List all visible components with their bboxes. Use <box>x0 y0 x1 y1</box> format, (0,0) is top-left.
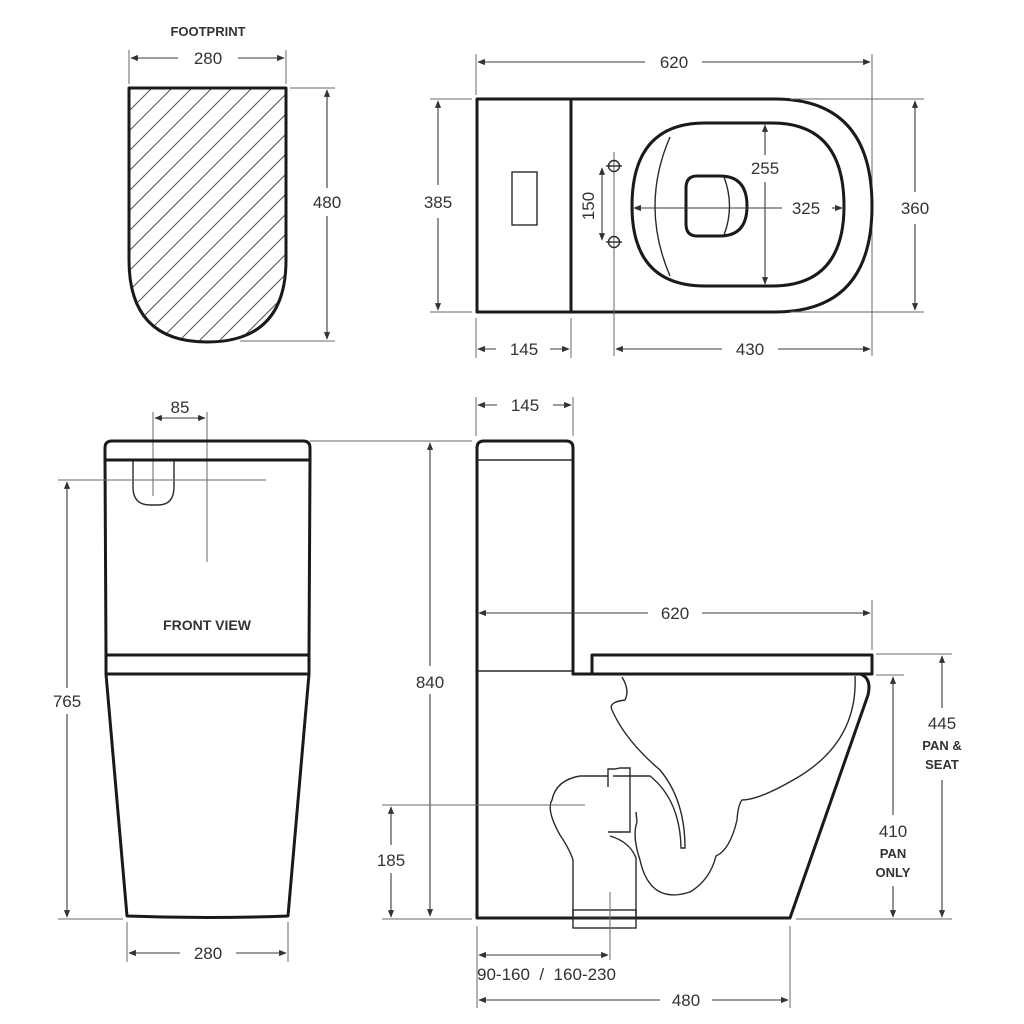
pan-only-height-label: 410 <box>879 822 907 841</box>
pan-seat-height-label: 445 <box>928 714 956 733</box>
front-pan-outline <box>104 672 311 919</box>
seat-outline <box>590 653 874 676</box>
side-pan-outline <box>475 672 871 920</box>
footprint-outline <box>127 86 288 344</box>
plan-tank-depth-label: 145 <box>510 340 538 359</box>
side-tank-outline <box>475 439 575 676</box>
plan-view: 620 385 255 325 150 <box>424 53 929 359</box>
footprint-view: FOOTPRINT 280 <box>127 24 341 344</box>
pan-seat-caption-2: SEAT <box>925 757 959 772</box>
fixing-spacing-label: 150 <box>579 192 598 220</box>
front-view: 85 FRONT VIEW 765 280 <box>53 398 312 963</box>
seat-opening-length-label: 325 <box>792 199 820 218</box>
seat-opening-width-label: 255 <box>751 159 779 178</box>
pan-only-caption-2: ONLY <box>876 865 911 880</box>
button-spacing-label: 85 <box>171 398 190 417</box>
footprint-title: FOOTPRINT <box>170 24 245 39</box>
fixing-to-front-label: 430 <box>736 340 764 359</box>
flush-button-icon <box>511 171 538 226</box>
side-view: 145 620 840 185 <box>310 396 962 1010</box>
pan-seat-caption-1: PAN & <box>922 738 961 753</box>
bowl-width-label: 360 <box>901 199 929 218</box>
footprint-width-label: 280 <box>194 49 222 68</box>
inlet-height-label: 185 <box>377 851 405 870</box>
seat-ring <box>630 121 846 288</box>
footprint-hatch <box>129 88 286 342</box>
side-tank-depth-label: 145 <box>511 396 539 415</box>
plan-outline <box>475 97 874 314</box>
plan-length-label: 620 <box>660 53 688 72</box>
front-height-label: 765 <box>53 692 81 711</box>
bowl-outlet <box>684 174 749 238</box>
footprint-depth-label: 480 <box>313 193 341 212</box>
side-length-label: 620 <box>661 604 689 623</box>
front-base-width-label: 280 <box>194 944 222 963</box>
plan-side-depth-label: 385 <box>424 193 452 212</box>
pan-only-caption-1: PAN <box>880 846 906 861</box>
side-height-label: 840 <box>416 673 444 692</box>
front-view-title: FRONT VIEW <box>163 617 252 633</box>
side-base-length-label: 480 <box>672 991 700 1010</box>
set-out-label: 90-160 / 160-230 <box>477 965 616 984</box>
